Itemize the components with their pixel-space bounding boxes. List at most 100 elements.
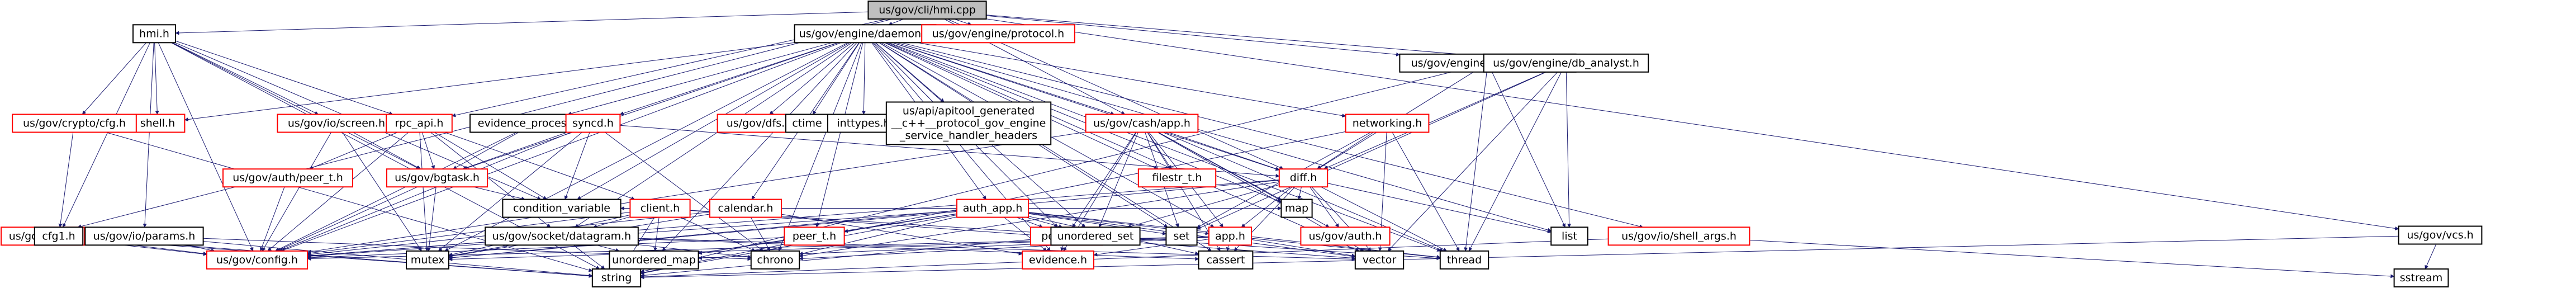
node-peer-t-h[interactable]: us/gov/auth/peer_t.h [222,168,353,188]
node-networking-h[interactable]: networking.h [1345,114,1430,133]
node-label: unordered_set [1057,230,1134,242]
node-bgtask-h[interactable]: us/gov/bgtask.h [386,168,488,188]
edge-evidence-processor-h-to-bgtask-h [453,132,519,169]
edge-params-h-to-config-h [186,244,215,252]
edge-hmi-h-to-params-h [143,43,154,228]
edge-cash-app-h-to-policies-h [1072,132,1136,228]
node-label: us/api/apitool_generated [903,105,1035,117]
node-box [222,168,353,188]
node-label: filestr_t.h [1152,172,1202,184]
node-shell-h[interactable]: shell.h [130,114,186,133]
node-label: us/gov/io/shell_args.h [1621,230,1737,242]
node-app-h[interactable]: app.h [1208,226,1252,246]
edge-syncd-h-to-bgtask-h [462,132,568,170]
edge-networking-h-to-thread [1392,132,1460,252]
node-rpc-api-h[interactable]: rpc_api.h [386,114,453,133]
edge-daemon-h-to-thread [889,42,1441,252]
edge-calendar-h-to-chrono [750,217,771,252]
edge-peer-t-h-to-config-h [259,187,285,252]
node-box [1165,226,1198,246]
node-evidence-h[interactable]: evidence.h [1022,250,1094,270]
node-label: chrono [757,254,793,266]
edge-bgtask-h-to-condvar [473,186,525,201]
edge-syncd-h-to-config-h [278,132,571,252]
node-label: client.h [641,202,680,215]
node-box [609,250,699,270]
node-shell-args-h[interactable]: us/gov/io/shell_args.h [1607,226,1750,246]
edge-daemon-h-to-config-h [281,42,842,252]
node-config-h[interactable]: us/gov/config.h [206,250,308,270]
node-box [1278,168,1329,188]
node-label: thread [1447,254,1482,266]
edge-policies-h-to-string [640,239,1031,277]
node-box [1137,168,1217,188]
edge-cash-app-h-to-unordered-set [1098,132,1138,228]
node-label: _service_handler_headers [899,129,1037,141]
node-diff-h[interactable]: diff.h [1278,168,1329,188]
edge-daemon-h-to-inttypes-h [861,43,866,115]
edge-diff-h-to-list [1327,183,1552,234]
node-box [1208,226,1252,246]
node-label: us/gov/engine/daemon.h [799,27,932,40]
node-datagram-h: us/gov/socket/datagram.h [485,226,639,246]
node-vcs-h: us/gov/vcs.h [2398,225,2483,245]
node-label: inttypes.h [837,117,890,129]
node-label: us/gov/dfs.h [727,117,791,129]
node-client-h[interactable]: client.h [629,199,691,218]
node-label: diff.h [1290,172,1317,184]
node-label: evidence_processor.h [478,117,592,129]
node-unordered-map: unordered_map [609,250,699,270]
node-protocol-h[interactable]: us/gov/engine/protocol.h [921,24,1075,44]
node-label: us/gov/io/params.h [93,230,196,242]
edge-daemon-h-to-evidence-processor-h [567,42,833,116]
node-filestr-h[interactable]: filestr_t.h [1137,168,1217,188]
node-gen-handlers-h: us/api/apitool_generated__c++__protocol_… [885,101,1052,145]
edge-rpc-api-h-to-peer-t-h [309,132,398,170]
node-label: vector [1363,254,1396,266]
edge-rpc-api-h-to-config-h [267,132,409,252]
edge-grid-analyst-h-to-list [1492,72,1565,228]
node-label: ctime [792,117,822,129]
node-box [1280,199,1313,218]
node-cfg-h[interactable]: us/gov/crypto/cfg.h [12,114,137,133]
node-box [34,226,84,246]
edge-root-to-daemon-h [888,18,904,26]
node-box [1345,114,1430,133]
edge-db-analyst-h-to-vector [1387,72,1558,252]
node-cash-app-h[interactable]: us/gov/cash/app.h [1085,114,1199,133]
node-auth-h[interactable]: us/gov/auth.h [1300,226,1391,246]
node-box [1085,114,1199,133]
node-box [921,24,1075,44]
edge-root-to-vcs-h [986,18,2399,230]
node-peer-t2-h[interactable]: peer_t.h [784,226,845,246]
edge-cash-app-h-to-diff-h [1168,132,1280,171]
edge-datagram-h-to-string [573,244,605,270]
node-string: string [591,268,642,287]
edge-db-analyst-h-to-thread [1468,72,1562,252]
node-box [591,268,642,287]
node-auth-app-h[interactable]: auth_app.h [956,199,1029,218]
edge-datagram-h-to-unordered-map [596,244,620,252]
node-box [629,199,691,218]
edge-client-h-to-config-h [307,211,630,255]
edge-db-analyst-h-to-diff-h [1323,72,1546,169]
edge-daemon-h-to-list [896,42,1552,232]
node-box [2393,268,2449,287]
edge-calendar-h-to-evidence-h [781,214,1023,256]
node-syncd-h[interactable]: syncd.h [565,114,621,133]
node-box [565,114,621,133]
node-calendar-h[interactable]: calendar.h [709,199,782,218]
node-box [206,250,308,270]
edge-daemon-h-to-condvar [577,42,850,200]
edge-layer [58,11,2437,280]
node-screen-h[interactable]: us/gov/io/screen.h [277,114,396,133]
node-label: us/gov/config.h [216,254,298,266]
edge-auth-app-h-to-policies-h [1016,217,1043,228]
node-list: list [1550,226,1588,246]
edge-vcs-h-to-string [640,235,2399,280]
node-label: set [1173,230,1189,242]
node-thread: thread [1439,250,1489,270]
node-label: app.h [1215,230,1245,242]
node-params-h: us/gov/io/params.h [84,226,204,246]
edge-root-to-grid-analyst-h [986,15,1401,56]
